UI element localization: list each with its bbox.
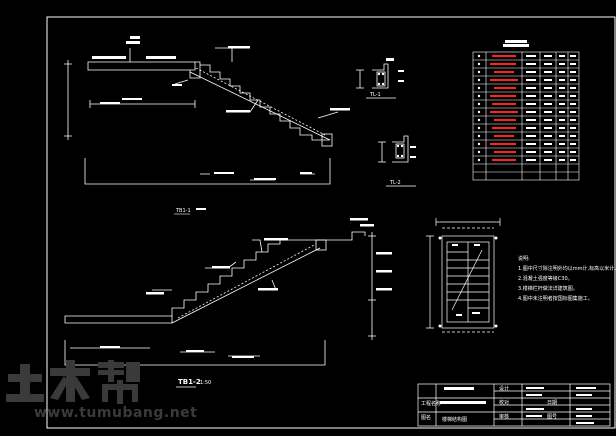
watermark-url: www.tumubang.net [34, 405, 198, 421]
detail-label-tl1: TL-1 [369, 92, 381, 98]
title-block-check: 校对 [499, 400, 510, 406]
section-title-1: TB1-1 [175, 208, 191, 214]
rebar-schedule-table [472, 51, 580, 181]
section-title-2: TB1-2 [178, 378, 201, 386]
title-block-drawing-name: 楼梯结构图 [442, 417, 468, 423]
annotation-block-1 [92, 36, 350, 180]
title-block-number: 图号 [547, 414, 558, 420]
section-scale-2: 1:50 [200, 380, 211, 386]
title-block-review: 审核 [499, 414, 510, 420]
rebar-schedule-marks [477, 40, 576, 162]
stair-plan [426, 218, 501, 333]
watermark-logo [6, 356, 166, 410]
annotation-block-2 [100, 218, 392, 358]
title-block-date: 日期 [547, 400, 558, 406]
beam-detail-tl1 [356, 63, 396, 99]
stair-section-2 [64, 231, 376, 366]
note-line-3: 3.楼梯栏杆做法详建筑图。 [518, 286, 578, 292]
title-block-design: 设计 [499, 386, 510, 392]
detail-label-tl2: TL-2 [389, 180, 401, 186]
drawing-frame [46, 16, 616, 429]
general-notes: 说明: 1.图中尺寸除注明外均以mm计,标高以米计。 2.混凝土强度等级C30。… [518, 254, 616, 304]
title-block [417, 383, 611, 427]
stair-section-1 [64, 47, 339, 185]
title-block-drawing-label: 图名 [421, 415, 432, 421]
note-line-4: 4.图中未注明者按国标图集施工。 [518, 296, 593, 302]
note-line-2: 2.混凝土强度等级C30。 [518, 276, 573, 282]
notes-heading: 说明: [518, 256, 530, 262]
title-block-marks [440, 387, 596, 424]
beam-detail-tl2 [378, 135, 416, 187]
title-block-project-label: 工程名称 [421, 401, 442, 407]
stair-plan-marks [438, 236, 498, 328]
note-line-1: 1.图中尺寸除注明外均以mm计,标高以米计。 [518, 266, 616, 272]
